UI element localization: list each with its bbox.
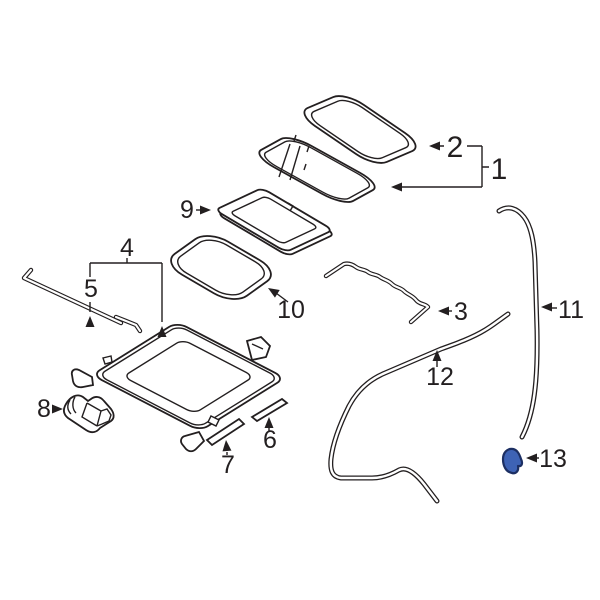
callout-10: 10 — [268, 288, 305, 324]
callout-6-label: 6 — [263, 426, 277, 454]
callout-1: 1 — [391, 146, 507, 192]
sunroof-glass-panel — [252, 134, 382, 206]
callout-7: 7 — [221, 440, 235, 479]
callout-2-label: 2 — [447, 131, 464, 164]
trim-strip-7 — [205, 417, 246, 447]
callout-3-label: 3 — [454, 298, 468, 326]
callout-2: 2 — [429, 131, 482, 164]
sunroof-seal-panel — [296, 92, 424, 167]
callout-8-label: 8 — [37, 395, 51, 423]
frame-latch-bracket — [245, 335, 272, 362]
callout-12: 12 — [426, 350, 454, 391]
sunshade-notch — [287, 202, 294, 212]
frame-left-foot — [70, 368, 94, 389]
glass-reflection-lines — [278, 134, 310, 181]
callout-9: 9 — [180, 196, 211, 224]
callout-7-label: 7 — [221, 451, 235, 479]
sunroof-frame — [70, 322, 285, 453]
drip-rail-strip — [323, 261, 431, 325]
callout-13: 13 — [526, 445, 567, 473]
callout-12-label: 12 — [426, 363, 454, 391]
callout-6: 6 — [263, 417, 277, 454]
wind-deflector-strip — [21, 267, 143, 334]
callout-4: 4 — [90, 234, 167, 337]
sunroof-motor — [63, 394, 115, 434]
callout-4-label: 4 — [120, 234, 134, 262]
frame-tab-right — [207, 415, 220, 427]
callout-11: 11 — [541, 296, 584, 324]
sunshade-panel — [215, 188, 335, 256]
drain-hose-front — [328, 311, 511, 504]
drain-hose-rear — [496, 205, 540, 440]
callout-8: 8 — [37, 395, 63, 423]
frame-bottom-foot — [180, 430, 206, 453]
callout-5: 5 — [84, 263, 98, 327]
callout-3: 3 — [438, 298, 468, 326]
callout-1-label: 1 — [491, 153, 508, 186]
frame-tab-left — [102, 355, 113, 365]
callout-5-label: 5 — [84, 275, 98, 303]
drain-grommet-highlighted — [501, 447, 524, 475]
callout-11-label: 11 — [558, 296, 584, 324]
callouts: 2 1 4 5 9 10 — [37, 131, 584, 479]
callout-10-label: 10 — [277, 296, 305, 324]
seal-ring-10 — [162, 230, 280, 305]
callout-9-label: 9 — [180, 196, 194, 224]
trim-strip-6 — [250, 397, 289, 423]
callout-13-label: 13 — [539, 445, 567, 473]
